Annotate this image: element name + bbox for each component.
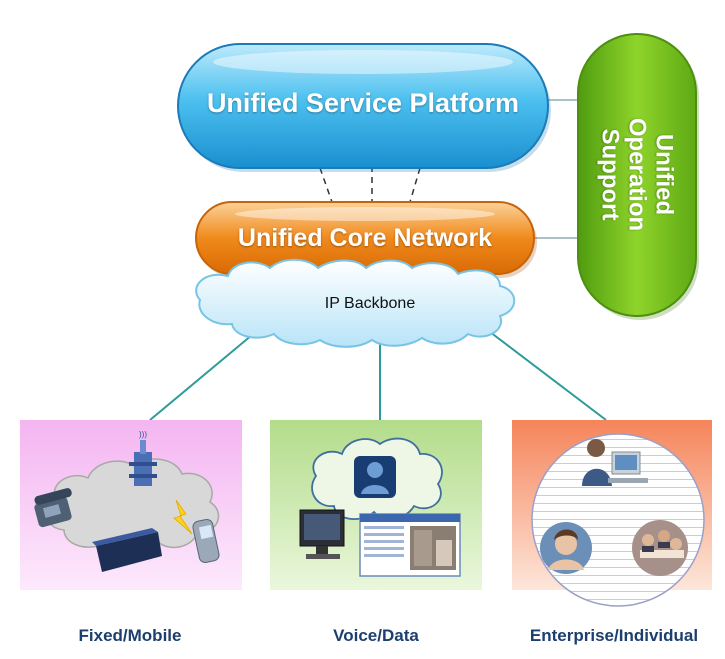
office-worker-icon: [582, 439, 648, 486]
operation-support-line1: Unified: [650, 133, 678, 216]
core-network-label: Unified Core Network: [237, 224, 493, 252]
operation-support-line3: Support: [596, 128, 624, 221]
dashed-link-left: [319, 167, 333, 203]
desktop-computer-icon: [299, 509, 345, 559]
operation-support-line2: Operation: [623, 117, 651, 232]
service-platform-pill: [177, 43, 551, 172]
desk-phone-icon: [34, 488, 72, 528]
voice-data-caption: Voice/Data: [333, 626, 419, 645]
voice-data-panel: [270, 420, 482, 590]
backbone-to-fixed-line: [149, 329, 259, 421]
person-portrait-icon: [540, 522, 592, 574]
svg-text:))): ))): [139, 430, 147, 439]
service-platform-label: Unified Service Platform: [206, 88, 520, 118]
lightning-icon: [173, 499, 193, 535]
dashed-link-right: [409, 167, 421, 203]
user-avatar-icon: [354, 456, 396, 498]
signal-tower-icon: ))): [129, 430, 157, 486]
backbone-to-enterprise-line: [489, 331, 607, 421]
application-window-icon: [359, 513, 461, 577]
operation-support-pill: [577, 33, 699, 320]
fixed-mobile-panel: ))): [20, 420, 242, 590]
enterprise-individual-panel: [512, 420, 712, 607]
ip-backbone-cloud: [195, 258, 516, 348]
enterprise-individual-caption: Enterprise/Individual: [529, 626, 699, 645]
mobile-phone-icon: [192, 518, 220, 564]
fixed-mobile-caption: Fixed/Mobile: [78, 626, 182, 645]
backbone-label: IP Backbone: [324, 295, 416, 312]
laptop-icon: [92, 528, 162, 572]
operation-support-label: Unified Operation Support: [597, 45, 678, 305]
meeting-group-icon: [632, 520, 688, 576]
